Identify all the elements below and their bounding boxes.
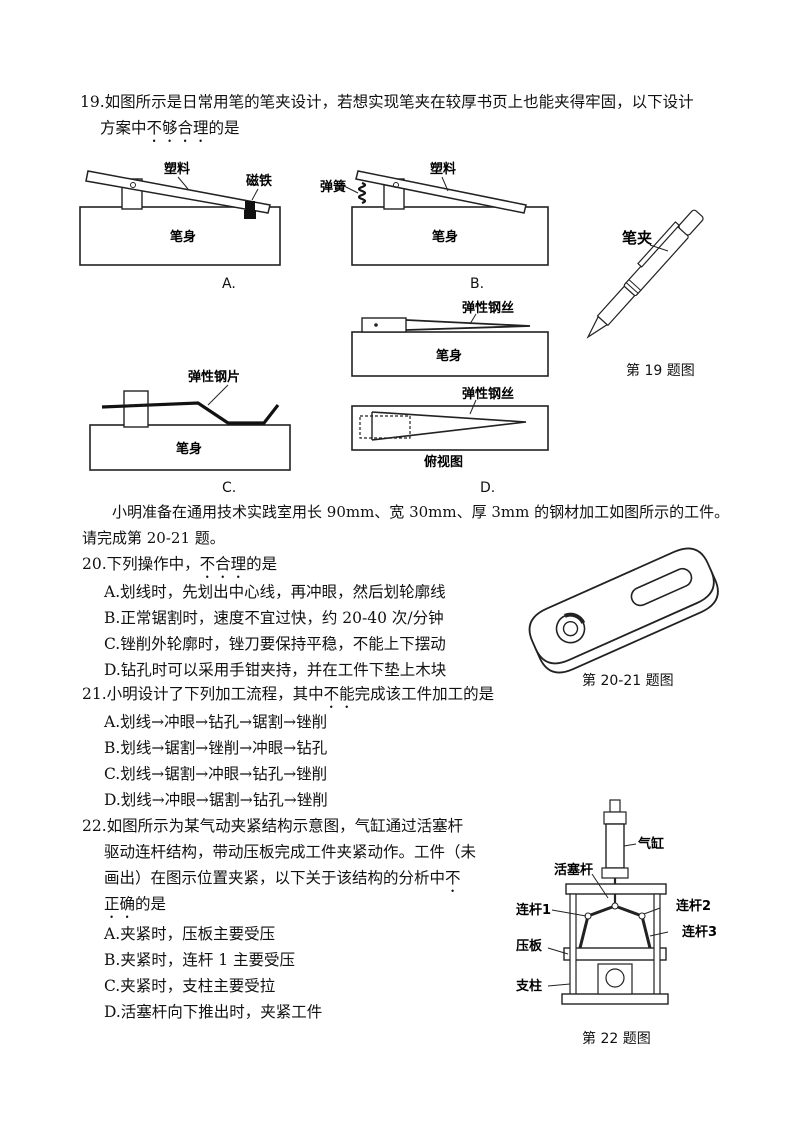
label-steel-wire-1: 弹性钢丝 xyxy=(462,300,514,316)
q20-figure-caption: 第 20-21 题图 xyxy=(582,673,674,689)
label-pen-body-a: 笔身 xyxy=(170,229,196,245)
q22-option-c: C.夹紧时，支柱主要受拉 xyxy=(104,977,276,995)
q22-stem-line2: 驱动连杆结构，带动压板完成工件夹紧动作。工件（未 xyxy=(104,843,477,861)
q21-option-c: C.划线→锯割→冲眼→钻孔→锉削 xyxy=(104,765,328,783)
q20-option-c: C.锉削外轮廓时，锉刀要保持平稳，不能上下摆动 xyxy=(104,635,446,653)
label-pen-body-c: 笔身 xyxy=(176,441,202,457)
q19-figure-b: 弹簧 塑料 笔身 xyxy=(320,161,549,266)
q22-stem-line1: 22.如图所示为某气动夹紧结构示意图，气缸通过活塞杆 xyxy=(82,817,464,835)
q19-option-b: B. xyxy=(470,276,485,292)
q22-option-d: D.活塞杆向下推出时，夹紧工件 xyxy=(104,1003,323,1021)
q19-option-a: A. xyxy=(222,276,236,292)
label-clip: 笔夹 xyxy=(622,229,652,247)
q20-option-d: D.钻孔时可以采用手钳夹持，并在工件下垫上木块 xyxy=(104,661,447,679)
q22-emphasis: 正确 xyxy=(104,895,136,913)
label-link3: 连杆3 xyxy=(682,924,717,940)
q21-option-d: D.划线→冲眼→锯割→钻孔→锉削 xyxy=(104,791,328,809)
intro-line2: 请完成第 20-21 题。 xyxy=(82,529,225,547)
label-link1: 连杆1 xyxy=(516,902,551,918)
q22-stem-line3: 画出）在图示位置夹紧，以下关于该结构的分析中不 xyxy=(104,869,461,887)
q22-figure-caption: 第 22 题图 xyxy=(582,1031,651,1047)
q21-option-a: A.划线→冲眼→钻孔→锯割→锉削 xyxy=(104,713,328,731)
q19-figure-caption: 第 19 题图 xyxy=(626,363,695,379)
q19-pen-figure: 笔夹 xyxy=(586,209,704,339)
q22-option-b: B.夹紧时，连杆 1 主要受压 xyxy=(104,951,296,969)
q21-option-b: B.划线→锯割→锉削→冲眼→钻孔 xyxy=(104,739,328,757)
q19-stem-line2: 方案中不够合理的是 xyxy=(100,119,240,137)
q22-option-a: A.夹紧时，压板主要受压 xyxy=(104,925,276,943)
label-piston-rod: 活塞杆 xyxy=(554,862,593,878)
q20-option-a: A.划线时，先划出中心线，再冲眼，然后划轮廓线 xyxy=(104,583,446,601)
label-plastic-b: 塑料 xyxy=(430,161,456,177)
q19-figure-a: 塑料 磁铁 笔身 xyxy=(79,161,281,266)
label-pillar: 支柱 xyxy=(515,978,542,994)
label-press-plate: 压板 xyxy=(516,938,543,954)
q20-workpiece-figure xyxy=(528,547,719,674)
label-cylinder: 气缸 xyxy=(638,836,664,852)
label-pen-body-b: 笔身 xyxy=(432,229,458,245)
q21-stem: 21.小明设计了下列加工流程，其中不能完成该工件加工的是 xyxy=(82,685,495,703)
q19-option-c: C. xyxy=(222,480,237,496)
label-steel-wire-2: 弹性钢丝 xyxy=(462,386,514,402)
q20-stem: 20.下列操作中，不合理的是 xyxy=(82,555,278,573)
q21-emphasis: 不能 xyxy=(323,685,355,703)
label-pen-body-d: 笔身 xyxy=(436,348,462,364)
q19-figure-d: 弹性钢丝 笔身 弹性钢丝 俯视图 xyxy=(351,300,549,470)
q22-mechanism-figure: 气缸 活塞杆 连杆1 连杆2 连杆3 压板 支柱 xyxy=(515,799,717,1005)
q22-stem-line4: 正确的是 xyxy=(104,895,167,913)
q19-option-d: D. xyxy=(480,480,496,496)
q20-option-b: B.正常锯割时，速度不宜过快，约 20-40 次/分钟 xyxy=(104,609,444,627)
label-steel-sheet: 弹性钢片 xyxy=(188,369,240,385)
label-magnet: 磁铁 xyxy=(246,173,272,189)
label-spring: 弹簧 xyxy=(320,179,346,195)
q19-emphasis: 不够合理 xyxy=(146,119,209,137)
q19-figure-c: 弹性钢片 笔身 xyxy=(89,369,291,471)
intro-line1: 小明准备在通用技术实践室用长 90mm、宽 30mm、厚 3mm 的钢材加工如图… xyxy=(112,503,730,521)
label-link2: 连杆2 xyxy=(676,898,711,914)
q19-stem-line1: 19.如图所示是日常用笔的笔夹设计，若想实现笔夹在较厚书页上也能夹得牢固，以下设… xyxy=(80,93,694,111)
q20-emphasis: 不合理 xyxy=(199,555,247,573)
label-plastic-a: 塑料 xyxy=(164,161,190,177)
label-top-view: 俯视图 xyxy=(424,454,463,470)
